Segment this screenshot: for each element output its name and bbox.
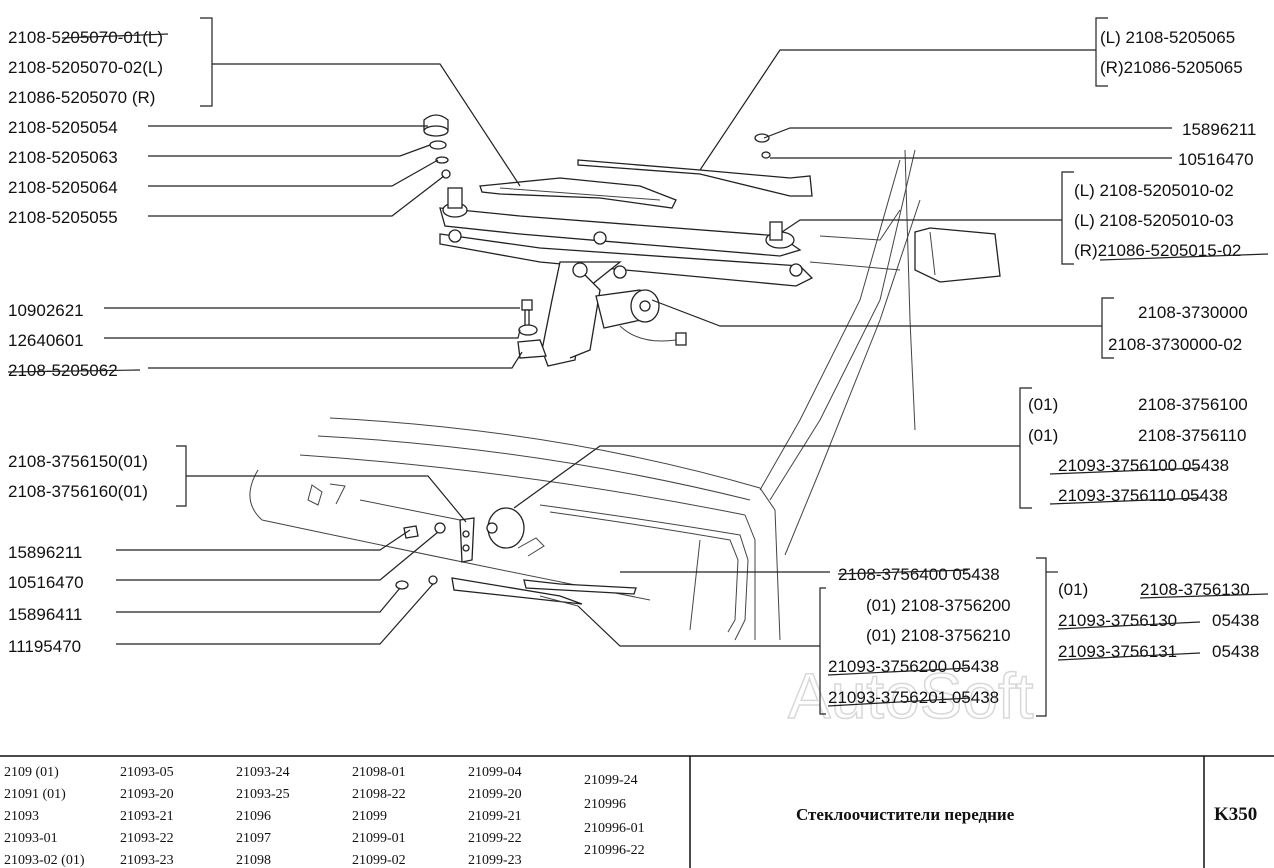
part-label: (01) (1058, 580, 1088, 599)
part-label: 2108-5205063 (8, 148, 118, 167)
part-label: (01) (1028, 395, 1058, 414)
part-label: 11195470 (8, 637, 81, 656)
model-code: 21093-23 (120, 853, 174, 868)
leader-lines (104, 17, 1172, 717)
model-code: 21099-23 (468, 853, 522, 868)
part-label: 21093-3756130 (1058, 611, 1177, 630)
rear-wiper-drawing (395, 507, 637, 607)
part-label: 10516470 (1178, 150, 1254, 169)
part-label: 2108-3730000 (1138, 303, 1248, 322)
part-label: (L) 2108-5205010-02 (1074, 181, 1234, 200)
model-code: 21093-01 (4, 831, 58, 846)
car-body-drawing (249, 149, 1001, 641)
part-label: (R)21086-5205065 (1100, 58, 1243, 77)
part-label: 21093-3756131 (1058, 642, 1177, 661)
part-label: 2108-3756400 05438 (838, 565, 1000, 584)
model-code: 21099-22 (468, 831, 522, 846)
part-label: (01) 2108-3756200 (866, 596, 1011, 615)
model-code: 21099-02 (352, 853, 406, 868)
part-label: (L) 2108-5205010-03 (1074, 211, 1234, 230)
part-label: 2108-3756150(01) (8, 452, 148, 471)
model-code: 21099 (352, 809, 387, 824)
part-label: 2108-5205055 (8, 208, 118, 227)
part-label: 10902621 (8, 301, 84, 320)
part-label: 21093-3756201 05438 (828, 688, 999, 707)
part-label: 15896411 (8, 605, 82, 624)
part-label: 2108-3730000-02 (1108, 335, 1242, 354)
page-title: Стеклоочистители передние (796, 805, 1015, 824)
part-label: (01) 2108-3756210 (866, 626, 1011, 645)
model-code: 2109 (01) (4, 765, 59, 780)
right-labels: (L) 2108-5205065 (R)21086-5205065 158962… (827, 28, 1269, 707)
wiper-mechanism-drawing (423, 114, 814, 367)
part-label: 21093-3756110 05438 (1058, 486, 1228, 505)
model-code: 21093-20 (120, 787, 174, 802)
model-code: 21099-20 (468, 787, 522, 802)
model-code: 21093-25 (236, 787, 290, 802)
model-code: 21099-24 (584, 773, 638, 788)
model-code: 21093-05 (120, 765, 174, 780)
model-code: 210996-01 (584, 821, 645, 836)
part-label: (01) (1028, 426, 1058, 445)
part-label: 10516470 (8, 573, 84, 592)
model-code: 21093-21 (120, 809, 174, 824)
part-label: 2108-5205054 (8, 118, 118, 137)
part-label: 21093-3756100 05438 (1058, 456, 1229, 475)
part-label: 05438 (1212, 611, 1259, 630)
part-label: 2108-5205062 (8, 361, 118, 380)
model-code: 21099-21 (468, 809, 522, 824)
model-code: 21099-01 (352, 831, 406, 846)
model-code: 21097 (236, 831, 271, 846)
page-code: K350 (1214, 804, 1257, 825)
model-code: 21091 (01) (4, 787, 66, 802)
part-label: 21086-5205070 (R) (8, 88, 155, 107)
part-label: 2108-5205064 (8, 178, 118, 197)
part-label: 15896211 (1182, 120, 1256, 139)
part-label: 12640601 (8, 331, 84, 350)
model-code: 21096 (236, 809, 271, 824)
model-code: 21098-01 (352, 765, 406, 780)
part-label: 2108-3756110 (1138, 426, 1246, 445)
model-code: 210996-22 (584, 843, 645, 858)
footer: 2109 (01) 21091 (01) 21093 21093-01 2109… (0, 755, 1274, 868)
part-label: 21093-3756200 05438 (828, 657, 999, 676)
part-label: 2108-3756160(01) (8, 482, 148, 501)
left-labels: 2108-5205070-01(L) 2108-5205070-02(L) 21… (7, 28, 169, 656)
model-code: 21093-22 (120, 831, 174, 846)
model-code: 21093-02 (01) (4, 853, 85, 868)
part-label: (L) 2108-5205065 (1100, 28, 1235, 47)
model-code: 21098 (236, 853, 271, 868)
model-code: 21093-24 (236, 765, 290, 780)
part-label: 2108-3756130 (1140, 580, 1250, 599)
part-label: (R)21086-5205015-02 (1074, 241, 1241, 260)
part-label: 2108-3756100 (1138, 395, 1248, 414)
model-code: 21099-04 (468, 765, 522, 780)
part-label: 2108-5205070-02(L) (8, 58, 163, 77)
model-code: 210996 (584, 797, 626, 812)
model-code: 21093 (4, 809, 39, 824)
model-code: 21098-22 (352, 787, 406, 802)
part-label: 05438 (1212, 642, 1259, 661)
part-label: 15896211 (8, 543, 82, 562)
